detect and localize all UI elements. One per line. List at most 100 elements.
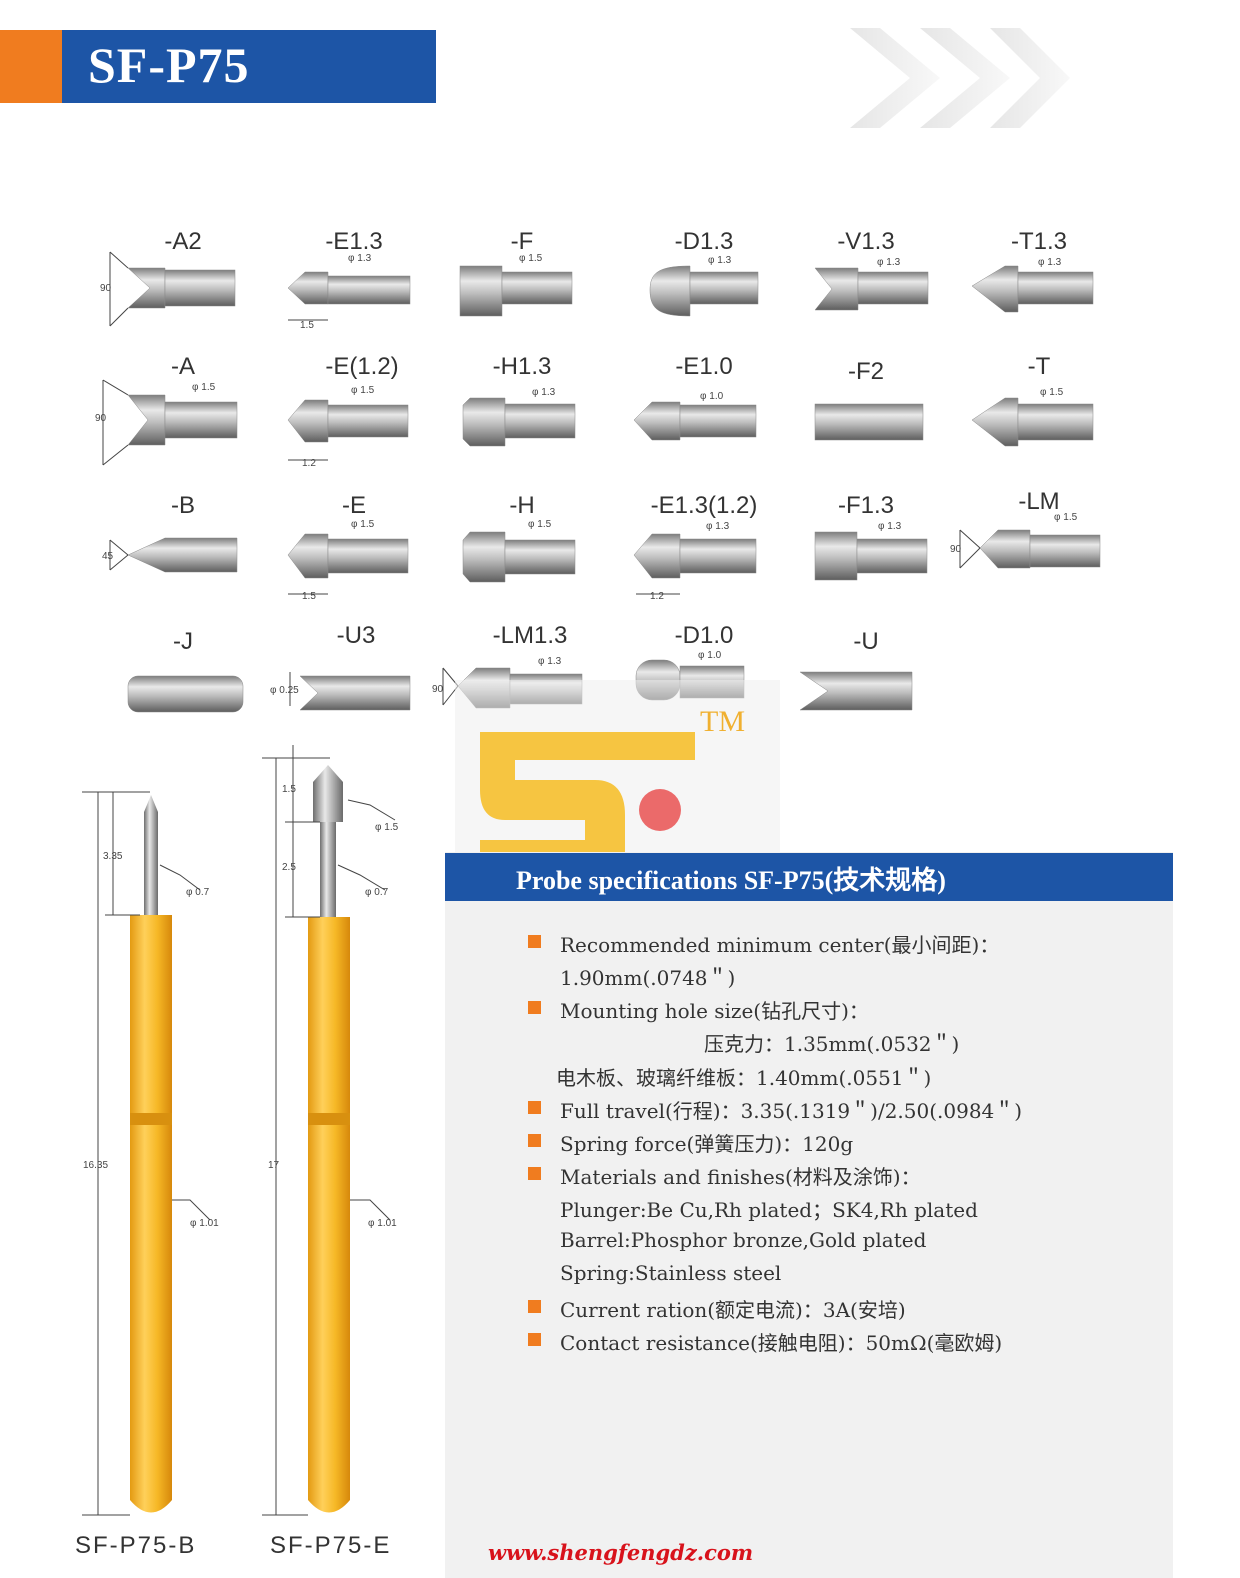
dim-h-dia: φ 1.5 bbox=[528, 519, 552, 530]
bullet-icon bbox=[528, 1001, 541, 1014]
tip-label-j: -J bbox=[173, 628, 193, 655]
tip-drawing-f2 bbox=[814, 403, 924, 441]
title-bar bbox=[62, 30, 436, 103]
dim-lm13-angle: 90 bbox=[432, 684, 444, 695]
dim-t-dia: φ 1.5 bbox=[1040, 387, 1064, 398]
dim-lm-angle: 90 bbox=[950, 544, 962, 555]
chevrons-decoration bbox=[850, 28, 1070, 128]
spec-full-travel: Full travel(行程)：3.35(.1319＂)/2.50(.0984＂… bbox=[560, 1099, 1023, 1123]
tip-drawing-e bbox=[287, 533, 409, 579]
tip-label-t: -T bbox=[1027, 353, 1051, 380]
tip-label-a2: -A2 bbox=[164, 228, 202, 255]
bullet-icon bbox=[528, 1300, 541, 1313]
dim-lm13-dia: φ 1.3 bbox=[538, 656, 562, 667]
dim-h13-dia: φ 1.3 bbox=[532, 387, 556, 398]
spec-title: Probe specifications SF-P75(技术规格) bbox=[516, 866, 946, 895]
spec-panel bbox=[445, 852, 1173, 1578]
probe-e-head-length: 1.5 bbox=[282, 784, 296, 795]
probe-e-total-length: 17 bbox=[268, 1160, 280, 1171]
dim-e13-dia: φ 1.3 bbox=[348, 253, 372, 264]
tip-label-h: -H bbox=[509, 492, 535, 519]
tip-label-e13: -E1.3 bbox=[325, 228, 383, 255]
dim-a2-angle: 90 bbox=[100, 283, 112, 294]
dim-e12-length: 1.2 bbox=[302, 458, 316, 469]
dim-e10-dia: φ 1.0 bbox=[700, 391, 724, 402]
tip-drawing-v13 bbox=[814, 267, 929, 311]
tip-label-f2: -F2 bbox=[848, 358, 884, 385]
spec-hole-fr4: 电木板、玻璃纤维板：1.40mm(.0551＂) bbox=[556, 1066, 932, 1090]
tip-label-u3: -U3 bbox=[336, 622, 376, 649]
page-title: SF-P75 bbox=[88, 37, 250, 93]
tip-drawing-e12 bbox=[287, 399, 409, 443]
tip-label-t13: -T1.3 bbox=[1010, 228, 1068, 255]
dim-e-dia: φ 1.5 bbox=[351, 519, 375, 530]
dim-e1312-dia: φ 1.3 bbox=[706, 521, 730, 532]
tip-drawing-e1312 bbox=[633, 533, 757, 579]
spec-plunger: Plunger:Be Cu,Rh plated；SK4,Rh plated bbox=[560, 1198, 978, 1222]
tip-drawing-h13 bbox=[462, 397, 576, 447]
tip-label-f: -F bbox=[510, 228, 534, 255]
bullet-icon bbox=[528, 1167, 541, 1180]
tip-drawing-a2 bbox=[127, 267, 236, 309]
tip-label-e12: -E(1.2) bbox=[325, 353, 399, 380]
tip-label-e10: -E1.0 bbox=[675, 353, 733, 380]
tip-label-b: -B bbox=[171, 492, 195, 519]
spec-contact-resistance: Contact resistance(接触电阻)：50mΩ(毫欧姆) bbox=[560, 1331, 1003, 1355]
tip-label-lm13: -LM1.3 bbox=[492, 622, 568, 649]
probe-e-head-dia: φ 1.5 bbox=[375, 822, 399, 833]
spec-barrel: Barrel:Phosphor bronze,Gold plated bbox=[560, 1228, 927, 1252]
spec-header bbox=[445, 853, 1173, 901]
tip-drawing-f13 bbox=[814, 531, 928, 581]
dim-d13-dia: φ 1.3 bbox=[708, 255, 732, 266]
tip-drawing-lm bbox=[979, 529, 1101, 569]
dim-v13-dia: φ 1.3 bbox=[877, 257, 901, 268]
dim-f13-dia: φ 1.3 bbox=[878, 521, 902, 532]
probe-b-barrel-dia: φ 1.01 bbox=[190, 1218, 219, 1229]
probe-e-name: SF-P75-E bbox=[270, 1532, 392, 1559]
probe-drawings bbox=[82, 745, 396, 1516]
dim-u3-dia: φ 0.25 bbox=[270, 685, 299, 696]
probe-b-total-length: 16.35 bbox=[83, 1160, 109, 1171]
spec-min-center-value: 1.90mm(.0748＂) bbox=[560, 966, 736, 990]
bullet-icon bbox=[528, 1101, 541, 1114]
probe-e-barrel-dia: φ 1.01 bbox=[368, 1218, 397, 1229]
dim-e-length: 1.5 bbox=[302, 591, 316, 602]
tip-label-d13: -D1.3 bbox=[674, 228, 734, 255]
tip-drawing-h bbox=[462, 531, 576, 583]
bullet-icon bbox=[528, 1333, 541, 1346]
tip-drawing-a bbox=[127, 394, 238, 446]
website-link[interactable]: www.shengfengdz.com bbox=[488, 1540, 754, 1565]
dim-e13-length: 1.5 bbox=[300, 320, 314, 331]
tip-label-lm: -LM bbox=[1018, 488, 1060, 515]
tip-drawing-j bbox=[127, 675, 244, 713]
tip-label-a: -A bbox=[171, 353, 195, 380]
header-accent bbox=[0, 30, 62, 103]
spec-hole-acrylic: 压克力：1.35mm(.0532＂) bbox=[704, 1032, 960, 1056]
bullet-icon bbox=[528, 1134, 541, 1147]
probe-b-tip-length: 3.35 bbox=[103, 851, 123, 862]
tip-drawing-e13 bbox=[287, 271, 411, 305]
tip-label-f13: -F1.3 bbox=[837, 492, 895, 519]
tip-drawing-u3 bbox=[299, 675, 411, 711]
probe-e-tip-length: 2.5 bbox=[282, 862, 296, 873]
spec-current: Current ration(额定电流)：3A(安培) bbox=[560, 1298, 906, 1322]
dim-lm-dia: φ 1.5 bbox=[1054, 512, 1078, 523]
dim-b-angle: 45 bbox=[102, 551, 114, 562]
tip-label-d10: -D1.0 bbox=[674, 622, 734, 649]
tip-label-e1312: -E1.3(1.2) bbox=[650, 492, 758, 519]
tip-label-v13: -V1.3 bbox=[837, 228, 895, 255]
tip-drawing-f bbox=[459, 265, 573, 317]
spec-spring: Spring:Stainless steel bbox=[560, 1261, 782, 1285]
tip-drawing-t bbox=[971, 397, 1094, 447]
dim-d10-dia: φ 1.0 bbox=[698, 650, 722, 661]
trademark-mark: TM bbox=[700, 705, 745, 738]
tip-label-e: -E bbox=[342, 492, 366, 519]
tip-drawing-t13 bbox=[971, 265, 1094, 313]
dim-e1312-length: 1.2 bbox=[650, 591, 664, 602]
probe-e-plunger-dia: φ 0.7 bbox=[365, 887, 389, 898]
tip-label-h13: -H1.3 bbox=[492, 353, 552, 380]
probe-b-name: SF-P75-B bbox=[75, 1532, 197, 1559]
tip-drawing-u bbox=[799, 671, 913, 711]
bullet-icon bbox=[528, 935, 541, 948]
dim-a-angle: 90 bbox=[95, 413, 107, 424]
